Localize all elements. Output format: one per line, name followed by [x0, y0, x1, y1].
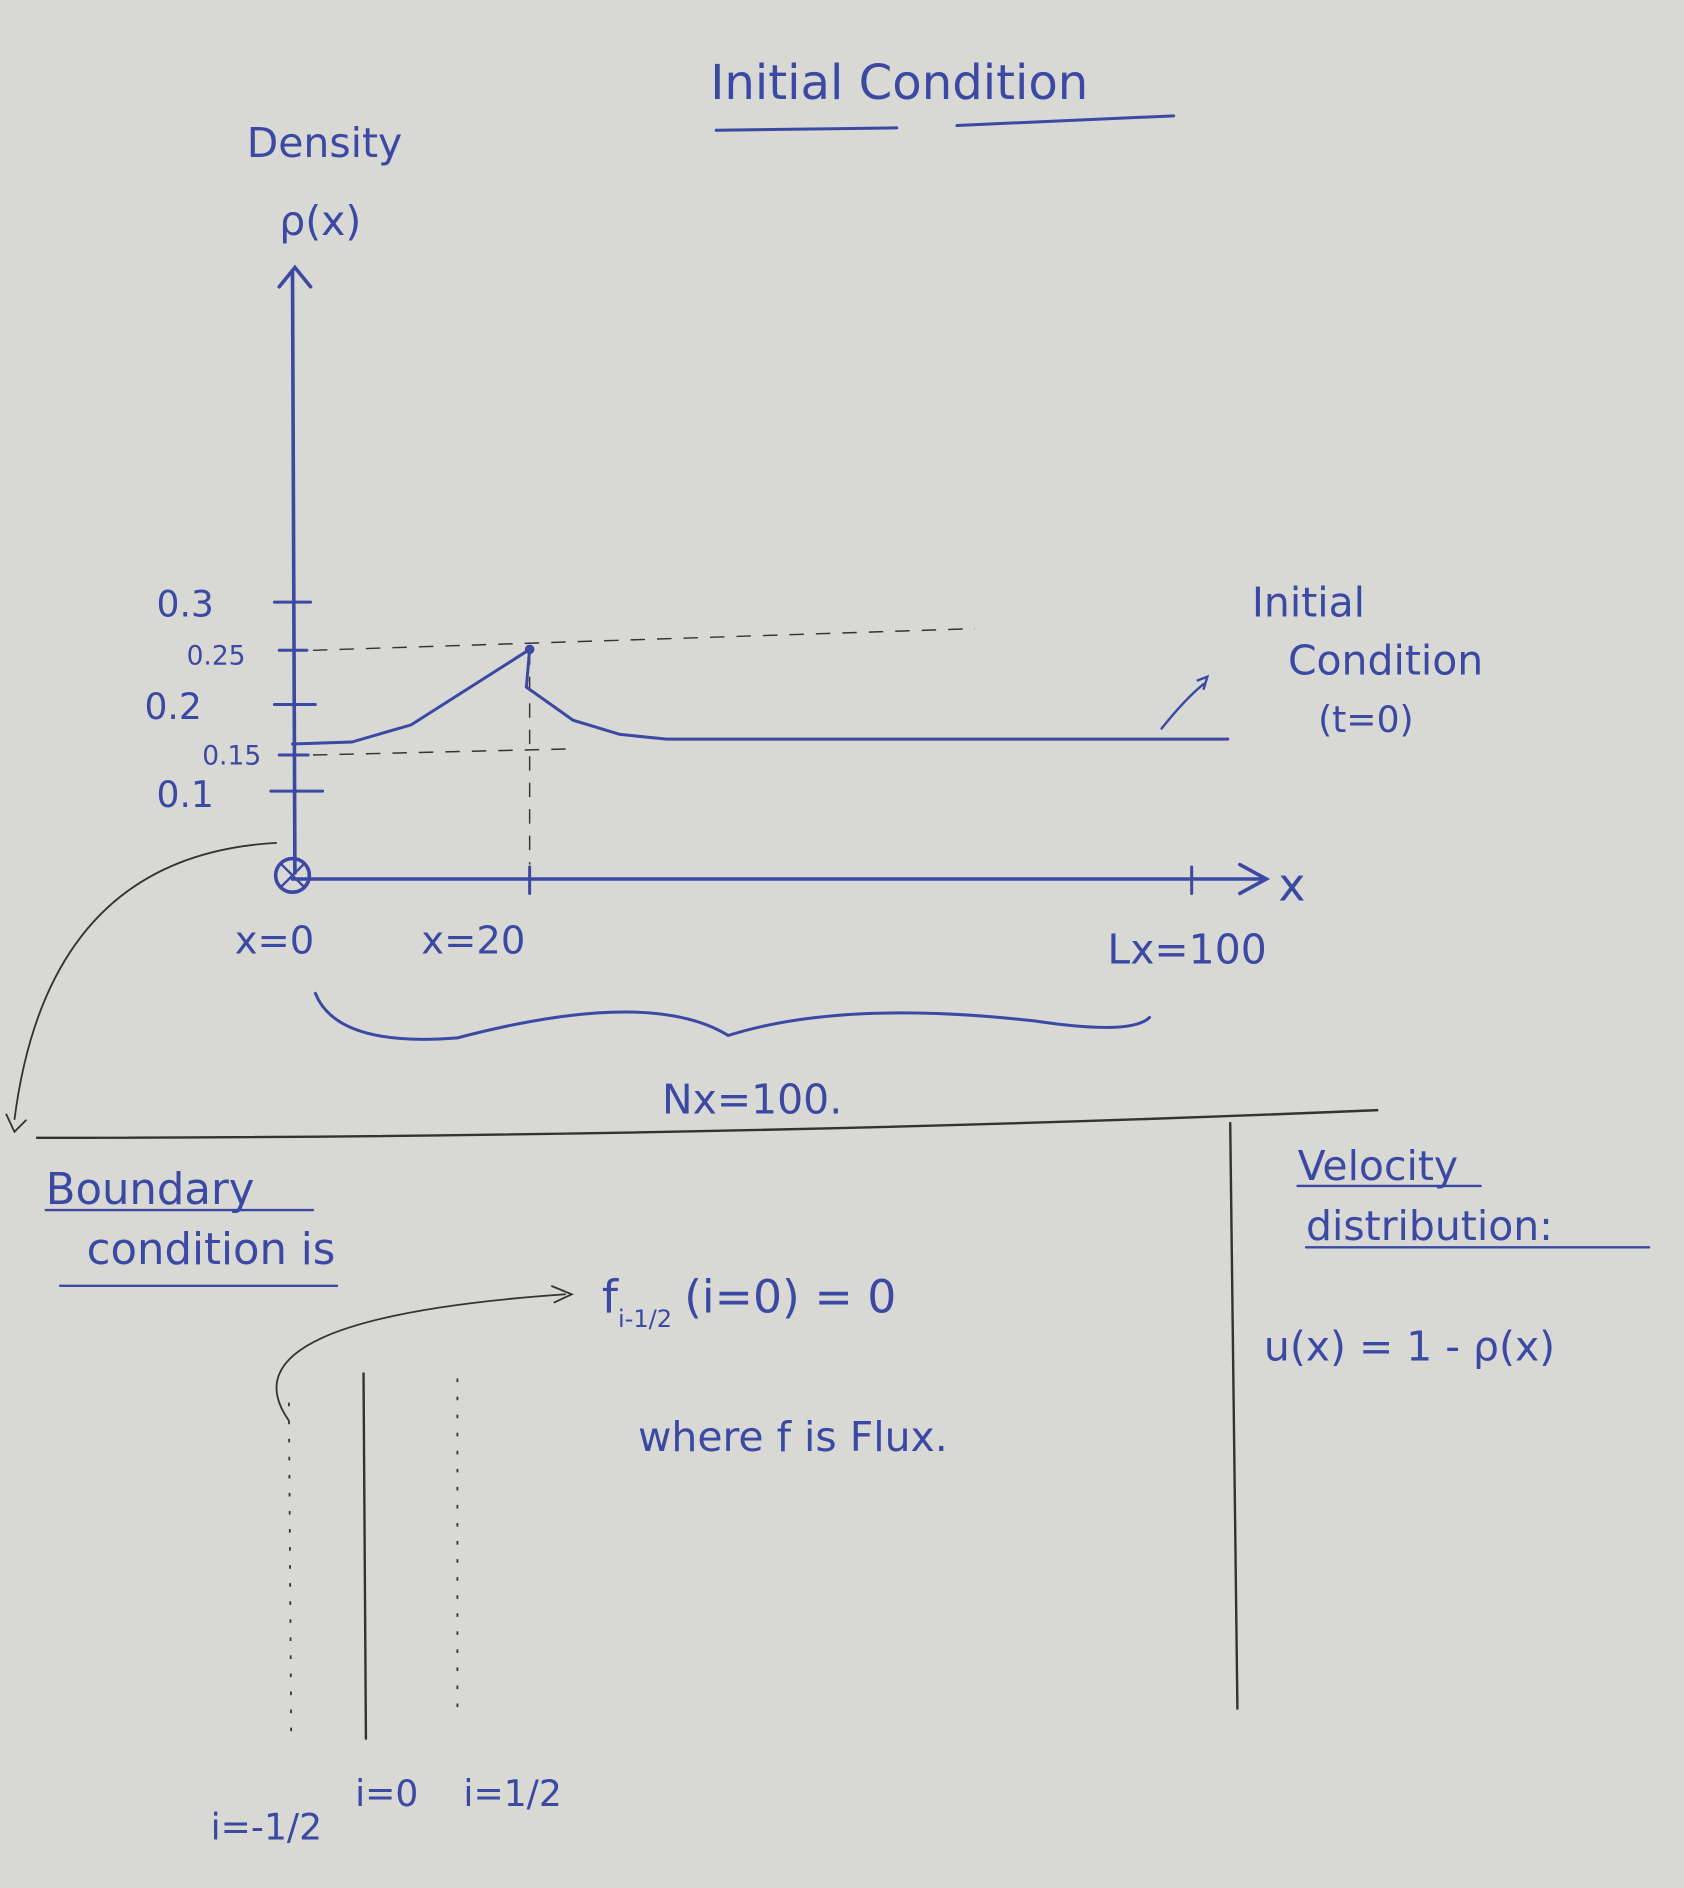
y-axis-symbol: ρ(x): [279, 197, 361, 245]
flux-symbol: f: [602, 1270, 619, 1323]
cell-label-center: i=0: [355, 1772, 418, 1815]
guide-lines: [312, 627, 976, 865]
cell-label-left: i=-1/2: [211, 1806, 322, 1849]
x-axis-symbol: x: [1278, 859, 1305, 912]
x-label-100: Lx=100: [1107, 925, 1266, 973]
grid-brace: [313, 991, 1152, 1041]
y-axis-label: Density: [247, 119, 403, 167]
boundary-formula-arrow: [275, 1285, 575, 1422]
cell-center-line: [362, 1372, 368, 1740]
horizontal-divider: [36, 1108, 1379, 1140]
y-tick-label: 0.15: [202, 741, 261, 772]
x-ticks: [528, 865, 1194, 895]
origin-marker: [273, 856, 312, 895]
y-axis: [277, 264, 313, 875]
velocity-label-2: distribution:: [1306, 1202, 1553, 1250]
boundary-pointer-arrow: [5, 841, 277, 1134]
title-underline: [714, 114, 1176, 132]
flux-condition: (i=0) = 0: [684, 1270, 896, 1323]
curve-label-2: Condition: [1288, 636, 1483, 684]
y-tick-label: 0.25: [187, 641, 246, 672]
boundary-label-2: condition is: [87, 1225, 336, 1275]
origin-cross-icon: [280, 863, 305, 888]
velocity-formula: u(x) = 1 - ρ(x): [1264, 1322, 1555, 1370]
x-axis: [290, 862, 1271, 896]
velocity-underline: [1296, 1184, 1651, 1249]
y-ticks: 0.3 0.25 0.2 0.15 0.1: [144, 583, 325, 816]
boundary-formula: fi-1/2 (i=0) = 0: [602, 1270, 897, 1332]
cell-label-right: i=1/2: [463, 1772, 561, 1815]
y-tick-label: 0.2: [144, 685, 201, 728]
grid-label: Nx=100.: [662, 1076, 842, 1124]
initial-condition-curve: [290, 646, 1230, 746]
title: Initial Condition: [710, 55, 1088, 111]
cell-face-lines: [287, 1378, 459, 1746]
y-tick-label: 0.3: [156, 583, 213, 626]
flux-subscript: i-1/2: [618, 1305, 672, 1333]
curve-label-3: (t=0): [1318, 698, 1414, 741]
vertical-divider: [1228, 1122, 1239, 1710]
boundary-note: where f is Flux.: [638, 1413, 948, 1461]
boundary-label-1: Boundary: [46, 1165, 255, 1215]
curve-label-arrow: [1160, 674, 1210, 730]
x-label-20: x=20: [421, 919, 525, 964]
velocity-label-1: Velocity: [1298, 1142, 1458, 1190]
y-tick-label: 0.1: [156, 773, 213, 816]
boundary-underline: [44, 1208, 339, 1288]
curve-label-1: Initial: [1252, 579, 1365, 627]
x-label-0: x=0: [235, 919, 315, 964]
peak-point: [524, 644, 535, 655]
